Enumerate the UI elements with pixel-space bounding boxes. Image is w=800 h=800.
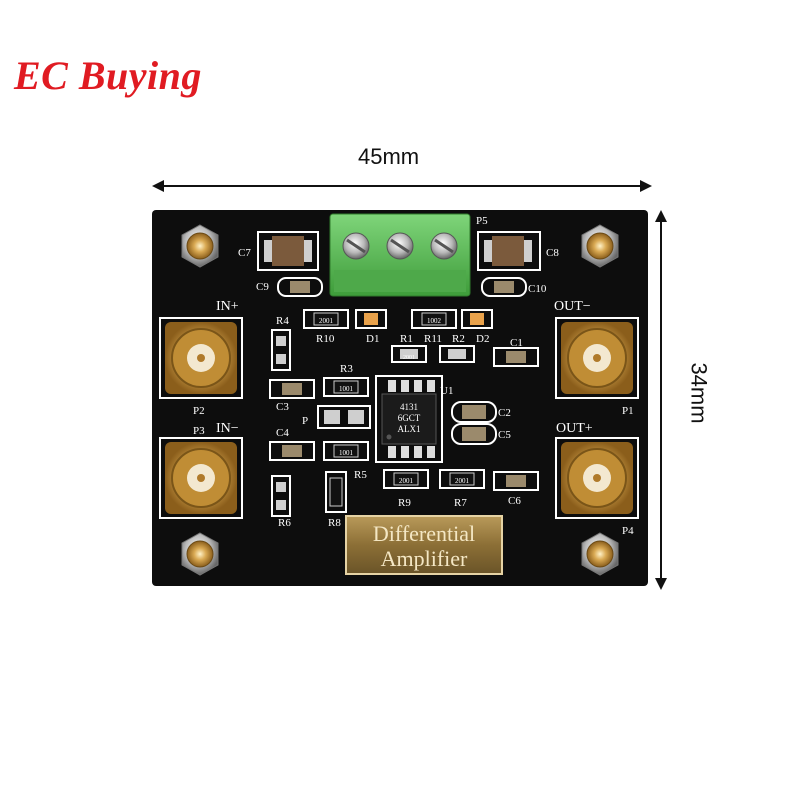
sma-connector-p1 bbox=[555, 317, 639, 399]
label-p: P bbox=[302, 415, 308, 427]
smd-c5 bbox=[451, 423, 497, 445]
capacitor-c7 bbox=[257, 231, 319, 271]
smd-c9 bbox=[277, 277, 323, 297]
label-c5: C5 bbox=[498, 429, 511, 441]
nameplate bbox=[345, 515, 503, 575]
label-c10: C10 bbox=[528, 283, 547, 295]
label-r3: R3 bbox=[340, 363, 353, 375]
marking-r3: 1001 bbox=[339, 385, 354, 393]
marking-r11: 1002 bbox=[427, 317, 442, 325]
smd-c1 bbox=[493, 347, 539, 367]
label-out-minus: OUT− bbox=[554, 299, 591, 314]
smd-c10 bbox=[481, 277, 527, 297]
capacitor-c8 bbox=[477, 231, 541, 271]
smd-r6 bbox=[271, 475, 291, 517]
label-p1: P1 bbox=[622, 405, 634, 417]
label-r1: R1 bbox=[400, 333, 413, 345]
marking-r10: 2001 bbox=[319, 317, 334, 325]
marking-r5: 1001 bbox=[339, 449, 354, 457]
height-dimension-arrow bbox=[655, 210, 667, 590]
label-c2: C2 bbox=[498, 407, 511, 419]
label-r7: R7 bbox=[454, 497, 467, 509]
label-c9: C9 bbox=[256, 281, 269, 293]
label-r6: R6 bbox=[278, 517, 291, 529]
smd-r4 bbox=[271, 329, 291, 371]
label-p5: P5 bbox=[476, 215, 488, 227]
smd-c4 bbox=[269, 441, 315, 461]
label-c4: C4 bbox=[276, 427, 289, 439]
smd-r3 bbox=[323, 377, 369, 397]
marking-r9: 2001 bbox=[399, 477, 414, 485]
marking-r7: 2001 bbox=[455, 477, 470, 485]
marking-ic-line1: 4131 bbox=[400, 402, 418, 412]
brand-logo: EC Buying bbox=[14, 53, 202, 98]
smd-r11 bbox=[391, 345, 427, 363]
label-out-plus: OUT+ bbox=[556, 421, 593, 436]
label-c7: C7 bbox=[238, 247, 251, 259]
smd-r2 bbox=[439, 345, 475, 363]
label-d2: D2 bbox=[476, 333, 489, 345]
label-c6: C6 bbox=[508, 495, 521, 507]
led-d2 bbox=[461, 309, 493, 329]
label-c1: C1 bbox=[510, 337, 523, 349]
label-r9: R9 bbox=[398, 497, 411, 509]
label-c8: C8 bbox=[546, 247, 559, 259]
smd-r8 bbox=[325, 471, 347, 513]
screw-terminal-p5 bbox=[329, 213, 471, 297]
smd-r9 bbox=[383, 469, 429, 489]
label-p4: P4 bbox=[622, 525, 634, 537]
label-c3: C3 bbox=[276, 401, 289, 413]
label-r5: R5 bbox=[354, 469, 367, 481]
ic-u1 bbox=[375, 375, 443, 463]
marking-r1: 2001 bbox=[403, 355, 415, 361]
label-r10: R10 bbox=[316, 333, 335, 345]
plate-line-2: Amplifier bbox=[381, 546, 468, 571]
mounting-screw-top-right bbox=[581, 224, 619, 268]
label-r8: R8 bbox=[328, 517, 341, 529]
label-in-plus: IN+ bbox=[216, 299, 239, 314]
mounting-screw-top-left bbox=[181, 224, 219, 268]
label-p2: P2 bbox=[193, 405, 205, 417]
led-d1 bbox=[355, 309, 387, 329]
label-u1: U1 bbox=[440, 385, 453, 397]
sma-connector-p4 bbox=[555, 437, 639, 519]
smd-r10 bbox=[303, 309, 349, 329]
label-in-minus: IN− bbox=[216, 421, 239, 436]
marking-ic-line2: 6GCT bbox=[398, 413, 421, 423]
smd-r7 bbox=[439, 469, 485, 489]
label-r2: R2 bbox=[452, 333, 465, 345]
smd-c3 bbox=[269, 379, 315, 399]
mounting-screw-bottom-left bbox=[181, 532, 219, 576]
plate-line-1: Differential bbox=[373, 521, 475, 546]
smd-r1 bbox=[411, 309, 457, 329]
width-dimension-arrow bbox=[152, 180, 652, 192]
smd-r5 bbox=[323, 441, 369, 461]
smd-c6 bbox=[493, 471, 539, 491]
label-d1: D1 bbox=[366, 333, 379, 345]
label-r11: R11 bbox=[424, 333, 442, 345]
smd-c2 bbox=[451, 401, 497, 423]
marking-ic-line3: ALX1 bbox=[398, 424, 421, 434]
label-p3: P3 bbox=[193, 425, 205, 437]
sma-connector-p3 bbox=[159, 437, 243, 519]
sma-connector-p2 bbox=[159, 317, 243, 399]
mounting-screw-bottom-right bbox=[581, 532, 619, 576]
jumper-p bbox=[317, 405, 371, 429]
width-dimension-label: 45mm bbox=[358, 144, 420, 169]
label-r4: R4 bbox=[276, 315, 289, 327]
